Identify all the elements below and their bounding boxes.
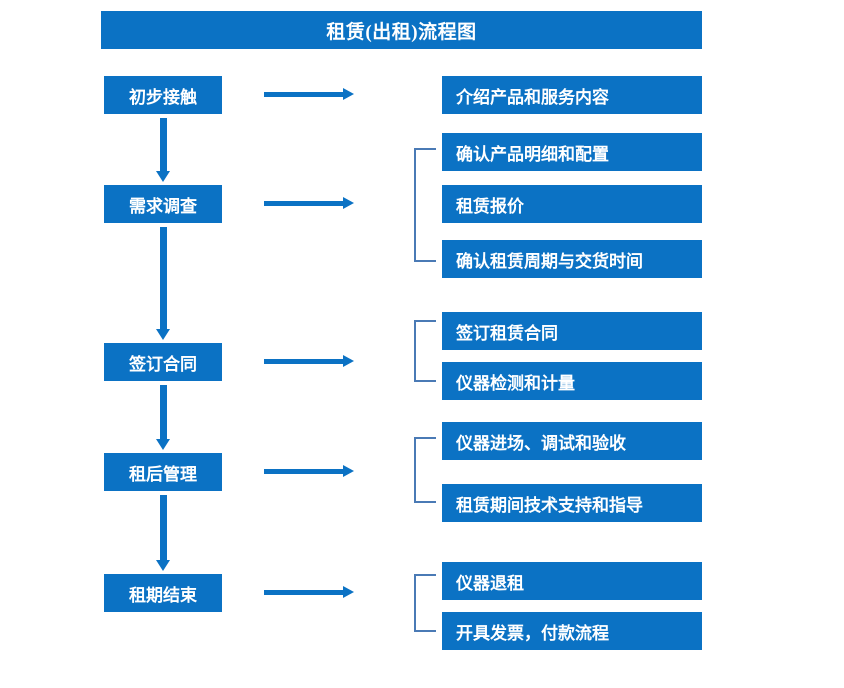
- detail-arrow-right-4: [264, 465, 354, 478]
- detail-node-kaiju-fapiao-fukuan[interactable]: 开具发票，付款流程: [442, 612, 702, 650]
- flow-arrow-down-1: [156, 118, 170, 182]
- stage-node-chubu-jiechu[interactable]: 初步接触: [104, 76, 222, 114]
- stage-node-zuqi-jieshu[interactable]: 租期结束: [104, 574, 222, 612]
- detail-arrow-right-2: [264, 197, 354, 210]
- detail-node-zulin-baojia[interactable]: 租赁报价: [442, 185, 702, 223]
- detail-node-yiqi-jiance-jiliang[interactable]: 仪器检测和计量: [442, 362, 702, 400]
- flow-arrow-down-4: [156, 495, 170, 571]
- flow-arrow-down-2: [156, 227, 170, 340]
- diagram-title: 租赁(出租)流程图: [101, 11, 702, 49]
- group-bracket-zuhou-guanli: [414, 437, 436, 503]
- detail-arrow-right-5: [264, 586, 354, 599]
- stage-node-xuqiu-diaocha[interactable]: 需求调查: [104, 185, 222, 223]
- group-bracket-xuqiu-diaocha: [414, 148, 436, 262]
- group-bracket-zuqi-jieshu: [414, 574, 436, 632]
- stage-node-zuhou-guanli[interactable]: 租后管理: [104, 453, 222, 491]
- detail-node-yiqi-jinchang-tiaoshi[interactable]: 仪器进场、调试和验收: [442, 422, 702, 460]
- detail-arrow-right-1: [264, 88, 354, 101]
- detail-node-jieshao-chanpin-fuwu[interactable]: 介绍产品和服务内容: [442, 76, 702, 114]
- detail-node-zulin-qijian-zhichi[interactable]: 租赁期间技术支持和指导: [442, 484, 702, 522]
- detail-node-yiqi-tuizu[interactable]: 仪器退租: [442, 562, 702, 600]
- flow-arrow-down-3: [156, 385, 170, 450]
- group-bracket-qianding-hetong: [414, 320, 436, 382]
- detail-node-queren-zulin-zhouqi[interactable]: 确认租赁周期与交货时间: [442, 240, 702, 278]
- detail-node-qianding-zulin-hetong[interactable]: 签订租赁合同: [442, 312, 702, 350]
- detail-arrow-right-3: [264, 355, 354, 368]
- stage-node-qianding-hetong[interactable]: 签订合同: [104, 343, 222, 381]
- detail-node-queren-chanpin-mingxi[interactable]: 确认产品明细和配置: [442, 133, 702, 171]
